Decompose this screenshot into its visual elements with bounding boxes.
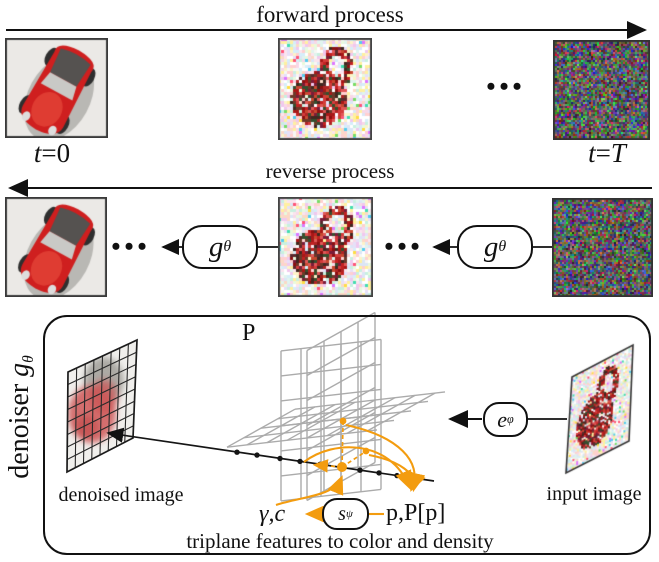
image-input-noisy xyxy=(558,336,642,478)
image-noise-tT xyxy=(553,40,650,140)
image-car-denoised xyxy=(5,197,107,297)
gamma-c-label: γ,c xyxy=(259,501,286,527)
arc-left-to-pPp xyxy=(303,446,412,490)
sample-point xyxy=(337,462,347,472)
forward-process-title: forward process xyxy=(256,2,404,27)
label-tT: t=T xyxy=(588,138,626,168)
denoiser-box xyxy=(43,315,651,555)
ellipsis-top: ••• xyxy=(486,72,526,101)
image-noisy-car-mid xyxy=(278,197,373,297)
denoiser-side-label: denoiser gθ xyxy=(4,355,37,479)
box-caption: triplane features to color and density xyxy=(186,529,494,553)
input-image-label: input image xyxy=(546,483,642,505)
triplane-label-P: P xyxy=(242,320,256,346)
triplane-projection xyxy=(275,417,426,523)
image-car-t0 xyxy=(5,38,108,138)
arc-gammac-to-point xyxy=(275,475,344,506)
denoised-image-label: denoised image xyxy=(58,484,184,506)
ellipsis-mid-right: ••• xyxy=(384,232,424,261)
ellipsis-mid-left: ••• xyxy=(111,232,151,261)
reverse-process-title: reverse process xyxy=(265,159,395,183)
proj-point-top xyxy=(339,417,347,425)
p-Pp-label: p,P[p] xyxy=(386,500,446,526)
image-noise-mid xyxy=(552,198,653,297)
image-noisy-car-top xyxy=(278,38,372,140)
label-t0: t=0 xyxy=(33,138,71,168)
arc-right-to-pPp xyxy=(368,453,426,493)
